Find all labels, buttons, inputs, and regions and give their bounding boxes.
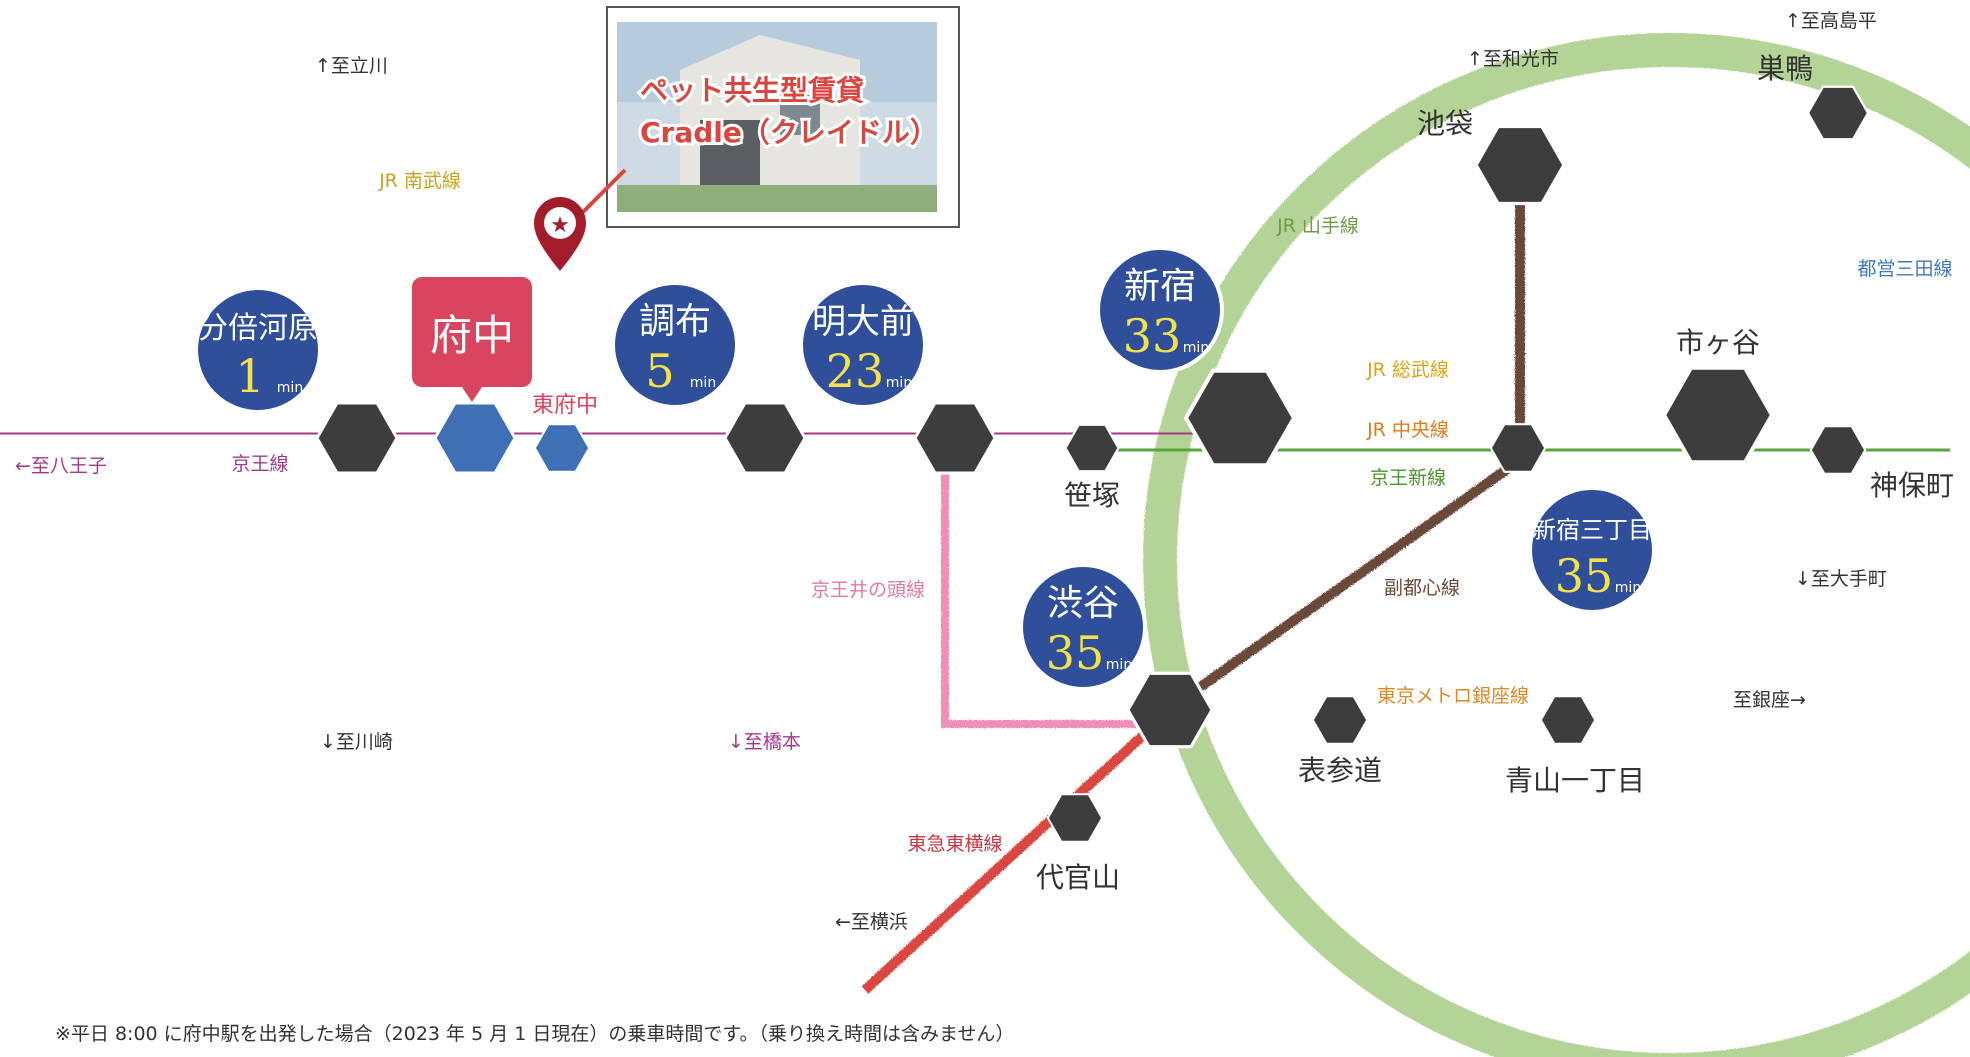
bubble-station-name: 分倍河原 xyxy=(198,311,318,346)
bubble-station-name: 新宿 xyxy=(1124,266,1196,307)
footnote: ※平日 8:00 に府中駅を出発した場合（2023 年 5 月 1 日現在）の乗… xyxy=(55,1023,1014,1045)
bubble-shibuya: 渋谷 35 min xyxy=(1019,563,1147,691)
station-label: 巣鴨 xyxy=(1757,52,1813,85)
bubble-chofu: 調布 5 min xyxy=(611,281,739,409)
line-label-keio-new: 京王新線 xyxy=(1370,467,1446,489)
station-label: 神保町 xyxy=(1870,469,1954,502)
direction-yokohama: ←至横浜 xyxy=(835,911,908,933)
station-label: 表参道 xyxy=(1298,754,1382,787)
bubble-unit: min xyxy=(1615,580,1641,596)
toyoko-line xyxy=(861,716,1164,994)
bubble-unit: min xyxy=(277,380,303,396)
bubble-bubaigawara: 分倍河原 1 min xyxy=(194,286,322,414)
bubble-unit: min xyxy=(1183,340,1209,356)
line-label-sobu: JR 総武線 xyxy=(1366,359,1449,381)
direction-hachioji: ←至八王子 xyxy=(15,455,107,477)
bubble-shinjuku-sanchome: 新宿三丁目 35 min xyxy=(1528,486,1656,614)
hex-meidaimae xyxy=(913,401,997,475)
property-photo xyxy=(606,6,960,228)
bubble-unit: min xyxy=(690,375,716,391)
station-label: 笹塚 xyxy=(1064,479,1120,512)
line-label-yamanote: JR 山手線 xyxy=(1276,215,1359,237)
station-label: 青山一丁目 xyxy=(1505,764,1645,797)
bubble-minutes: 35 xyxy=(1555,549,1614,603)
pin-connector xyxy=(578,168,627,217)
hex-daikanyama xyxy=(1046,793,1104,843)
line-label-ginza: 東京メトロ銀座線 xyxy=(1377,685,1529,707)
hex-ikebukuro xyxy=(1474,124,1566,206)
line-label-nambu: JR 南武線 xyxy=(378,170,461,192)
keio-line xyxy=(0,422,1231,445)
bubble-station-name: 新宿三丁目 xyxy=(1532,516,1652,544)
hex-omotesando xyxy=(1311,695,1369,745)
bubble-station-name: 調布 xyxy=(639,301,711,342)
direction-hashimoto: ↓至橋本 xyxy=(728,731,801,753)
location-pin-icon: ★ xyxy=(534,197,586,271)
direction-ginza: 至銀座→ xyxy=(1733,689,1806,711)
direction-otemachi: ↓至大手町 xyxy=(1795,568,1887,590)
hex-bubaigawara xyxy=(315,401,399,475)
property-name-line2: Cradle（クレイドル） xyxy=(640,116,938,149)
line-label-fukutoshin: 副都心線 xyxy=(1384,577,1460,599)
bubble-minutes: 33 xyxy=(1123,309,1182,363)
direction-wakoshi: ↑至和光市 xyxy=(1467,48,1559,70)
hex-shinjuku-sanchome xyxy=(1489,423,1547,473)
direction-kawasaki: ↓至川崎 xyxy=(320,731,393,753)
property-name-line1: ペット共生型賃貸 xyxy=(640,74,864,107)
bubble-shinjuku: 新宿 33 min xyxy=(1096,246,1224,374)
hex-aoyama xyxy=(1539,695,1597,745)
station-label: 市ヶ谷 xyxy=(1676,326,1760,359)
line-label-keio: 京王線 xyxy=(231,453,288,475)
hex-jimbocho xyxy=(1809,425,1867,475)
direction-takashimadaira: ↑至高島平 xyxy=(1785,10,1877,32)
bubble-minutes: 1 xyxy=(235,349,264,403)
bubble-minutes: 5 xyxy=(645,344,674,398)
station-label: 東府中 xyxy=(532,393,598,418)
bubble-unit: min xyxy=(1106,657,1132,673)
bubble-unit: min xyxy=(886,375,912,391)
origin-station-name: 府中 xyxy=(430,311,514,360)
line-label-inokashira: 京王井の頭線 xyxy=(811,579,925,601)
line-label-chuo: JR 中央線 xyxy=(1366,419,1449,441)
bubble-minutes: 35 xyxy=(1046,626,1105,680)
bubble-station-name: 明大前 xyxy=(812,302,914,342)
station-label: 代官山 xyxy=(1036,861,1120,894)
station-label: 池袋 xyxy=(1417,107,1473,140)
hex-fuchu xyxy=(433,401,517,475)
bubble-meidaimae: 明大前 23 min xyxy=(799,281,927,409)
direction-tachikawa: ↑至立川 xyxy=(315,55,388,77)
line-label-toyoko: 東急東横線 xyxy=(907,833,1002,855)
bubble-minutes: 23 xyxy=(826,344,885,398)
svg-text:★: ★ xyxy=(550,213,570,238)
hex-chofu xyxy=(723,401,807,475)
origin-station-box: 府中 xyxy=(412,277,532,402)
inokashira-line xyxy=(941,440,1155,728)
bubble-station-name: 渋谷 xyxy=(1047,583,1119,624)
line-label-mita: 都営三田線 xyxy=(1857,258,1952,280)
yamanote-line xyxy=(1143,33,1970,1057)
